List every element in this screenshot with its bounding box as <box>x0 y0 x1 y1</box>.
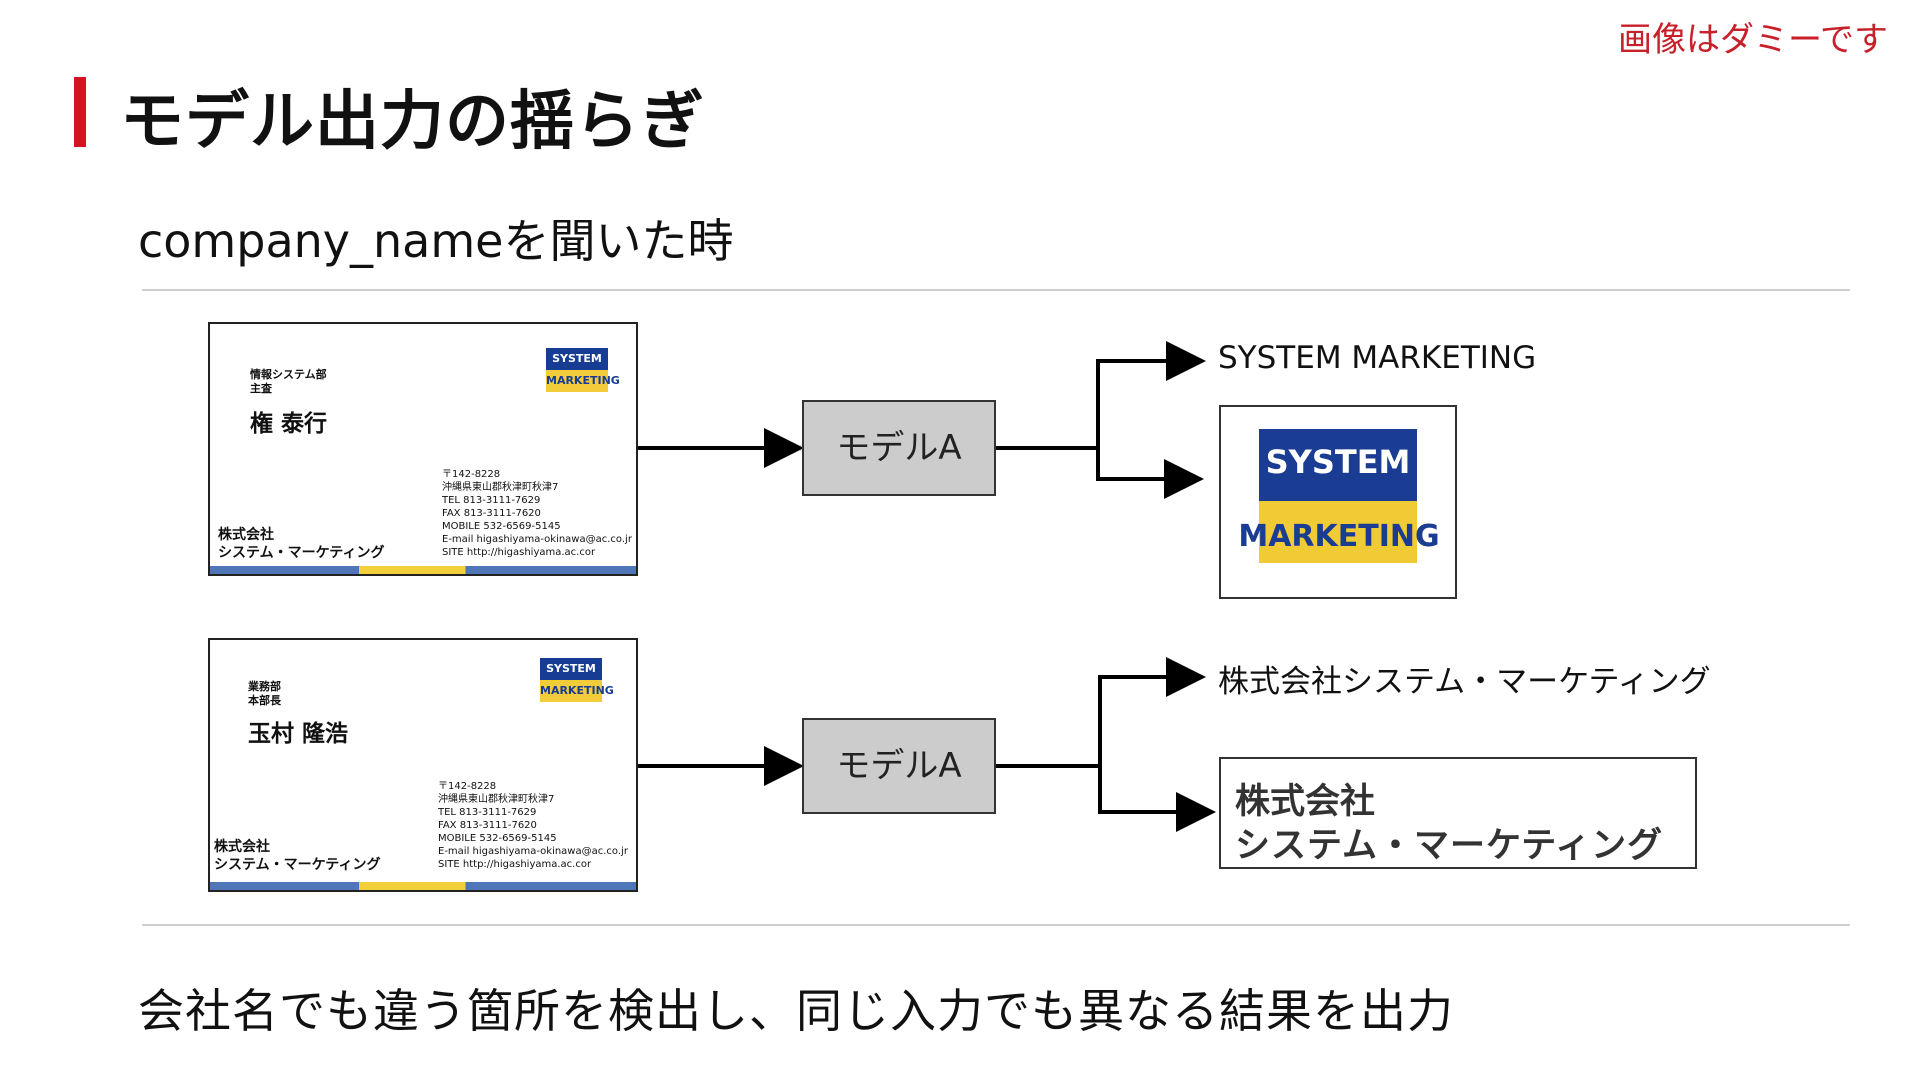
slide-title: モデル出力の揺らぎ <box>120 85 705 159</box>
card2-bottom-stripe <box>210 882 636 890</box>
disclaimer-note: 画像はダミーです <box>1618 20 1888 60</box>
business-card-1: 情報システム部 主査 権 泰行 SYSTEM MARKETING 〒142-82… <box>208 322 638 576</box>
card1-logo: SYSTEM MARKETING <box>546 348 620 392</box>
card1-company: 株式会社 システム・マーケティング <box>218 527 385 561</box>
card2-company: 株式会社 システム・マーケティング <box>214 839 381 873</box>
divider-top <box>142 289 1850 291</box>
business-card-2: 業務部 本部長 玉村 隆浩 SYSTEM MARKETING 〒142-8228… <box>208 638 638 892</box>
card1-dept: 情報システム部 主査 <box>250 368 327 395</box>
output-company-name-box: 株式会社 システム・マーケティング <box>1219 757 1697 869</box>
output-text-company-name: 株式会社システム・マーケティング <box>1218 664 1711 700</box>
divider-bottom <box>142 924 1850 926</box>
card1-person-name: 権 泰行 <box>250 411 328 437</box>
output-text-system-marketing: SYSTEM MARKETING <box>1218 340 1537 376</box>
card2-contact-info: 〒142-8228 沖縄県東山郡秋津町秋津7 TEL 813-3111-7629… <box>438 781 628 870</box>
model-a-box-1: モデルA <box>802 400 996 496</box>
card2-dept: 業務部 本部長 <box>248 680 281 707</box>
title-accent-bar <box>74 77 86 147</box>
card1-bottom-stripe <box>210 566 636 574</box>
card2-logo: SYSTEM MARKETING <box>540 658 614 702</box>
output-logo-image: SYSTEM MARKETING <box>1219 405 1457 599</box>
slide-footer-caption: 会社名でも違う箇所を検出し、同じ入力でも異なる結果を出力 <box>138 984 1454 1038</box>
model-a-box-2: モデルA <box>802 718 996 814</box>
card1-contact-info: 〒142-8228 沖縄県東山郡秋津町秋津7 TEL 813-3111-7629… <box>442 469 632 558</box>
slide-subtitle: company_nameを聞いた時 <box>138 214 734 268</box>
card2-person-name: 玉村 隆浩 <box>248 721 349 747</box>
